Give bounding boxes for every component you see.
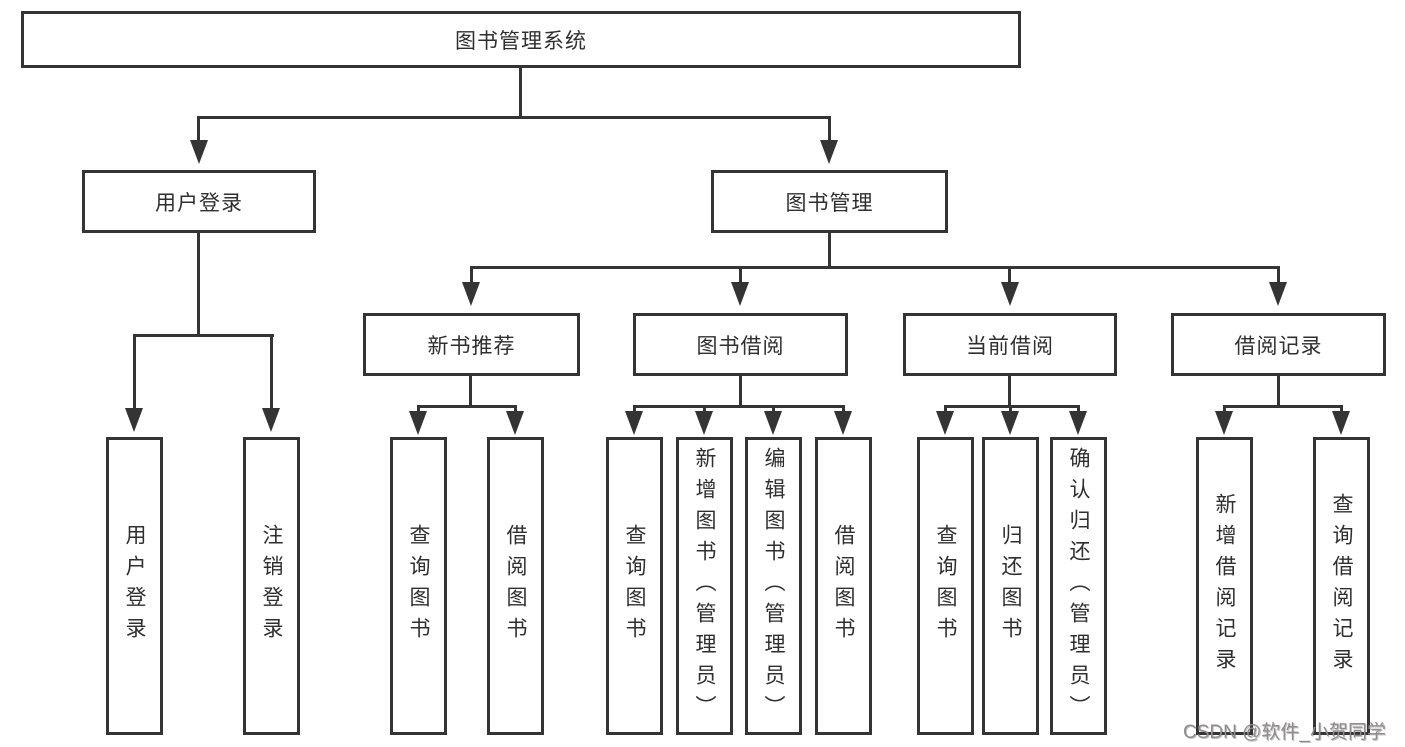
connector-current-borrowing-drop	[1008, 375, 1011, 408]
connector-stem-bb-query	[633, 406, 636, 413]
node-book-borrowing-label: 图书借阅	[696, 334, 785, 358]
leaf-bb-borrow-books-label: 借阅图书	[832, 524, 855, 648]
connector-stem-bb-edit	[772, 406, 775, 413]
node-root: 图书管理系统	[21, 11, 1021, 68]
node-new-book-recommend-label: 新书推荐	[427, 334, 516, 358]
leaf-br-query-record: 查询借阅记录	[1313, 437, 1370, 735]
node-current-borrowing: 当前借阅	[903, 313, 1117, 376]
node-borrowing-records-label: 借阅记录	[1234, 334, 1323, 358]
leaf-logout: 注销登录	[243, 437, 300, 735]
leaf-bb-add-books: 新增图书（管理员）	[676, 437, 733, 735]
connector-book-borrowing-branch	[633, 405, 845, 408]
connector-stem-br-add	[1223, 406, 1226, 413]
arrowhead-rec-query	[409, 411, 427, 435]
leaf-br-add-record-label: 新增借阅记录	[1213, 493, 1236, 679]
connector-stem-book-borrowing	[739, 267, 742, 284]
leaf-br-add-record: 新增借阅记录	[1196, 437, 1253, 735]
arrowhead-book-management	[820, 140, 838, 164]
arrowhead-cb-query	[936, 411, 954, 435]
leaf-bb-query-books-label: 查询图书	[623, 524, 646, 648]
connector-user-login-drop	[197, 232, 200, 337]
arrowhead-cb-return	[1001, 411, 1019, 435]
connector-new-book-recommend-branch	[417, 405, 517, 408]
arrowhead-bb-add	[695, 411, 713, 435]
node-book-management: 图书管理	[711, 170, 948, 233]
leaf-bb-add-books-label: 新增图书（管理员）	[693, 446, 716, 726]
connector-stem-leaf-logout	[270, 335, 273, 410]
connector-stem-current-borrowing	[1008, 267, 1011, 284]
node-user-login: 用户登录	[82, 170, 316, 233]
arrowhead-rec-borrow	[506, 411, 524, 435]
arrowhead-leaf-logout	[262, 408, 280, 432]
arrowhead-current-borrowing	[1001, 282, 1019, 306]
leaf-cb-return-books-label: 归还图书	[999, 524, 1022, 648]
arrowhead-book-borrowing	[731, 282, 749, 306]
leaf-bb-borrow-books: 借阅图书	[815, 437, 872, 735]
node-book-borrowing: 图书借阅	[633, 313, 848, 376]
connector-root-drop	[519, 67, 522, 118]
node-root-label: 图书管理系统	[455, 29, 587, 53]
connector-borrowing-records-branch	[1223, 405, 1343, 408]
connector-borrowing-records-drop	[1277, 375, 1280, 408]
arrowhead-borrowing-records	[1269, 282, 1287, 306]
connector-level3-branch	[470, 266, 1280, 269]
leaf-bb-edit-books-label: 编辑图书（管理员）	[762, 446, 785, 726]
arrowhead-bb-edit	[764, 411, 782, 435]
leaf-logout-label: 注销登录	[260, 524, 283, 648]
arrowhead-bb-query	[625, 411, 643, 435]
connector-stem-rec-borrow	[514, 406, 517, 413]
connector-stem-leaf-user-login	[133, 335, 136, 410]
connector-book-management-drop	[828, 232, 831, 269]
leaf-bb-edit-books: 编辑图书（管理员）	[745, 437, 802, 735]
leaf-bb-query-books: 查询图书	[606, 437, 663, 735]
leaf-user-login: 用户登录	[106, 437, 163, 735]
connector-stem-new-book-recommend	[470, 267, 473, 284]
leaf-cb-query-books: 查询图书	[917, 437, 974, 735]
node-current-borrowing-label: 当前借阅	[966, 334, 1054, 358]
csdn-watermark: CSDN @软件_小贺同学	[1183, 722, 1386, 743]
arrowhead-br-query	[1332, 411, 1350, 435]
node-new-book-recommend: 新书推荐	[363, 313, 580, 376]
connector-stem-rec-query	[417, 406, 420, 413]
connector-book-borrowing-drop	[739, 375, 742, 408]
connector-stem-cb-return	[1009, 406, 1012, 413]
connector-stem-cb-confirm	[1077, 406, 1080, 413]
connector-stem-bb-borrow	[842, 406, 845, 413]
connector-level2-branch	[197, 116, 831, 119]
connector-user-login-branch	[133, 334, 274, 337]
arrowhead-br-add	[1215, 411, 1233, 435]
arrowhead-bb-borrow	[834, 411, 852, 435]
leaf-rec-borrow-books: 借阅图书	[487, 437, 544, 735]
leaf-rec-borrow-books-label: 借阅图书	[504, 524, 527, 648]
arrowhead-new-book-recommend	[462, 282, 480, 306]
connector-stem-cb-query	[944, 406, 947, 413]
arrowhead-user-login	[190, 140, 208, 164]
connector-new-book-recommend-drop	[469, 375, 472, 408]
node-book-management-label: 图书管理	[785, 191, 874, 215]
leaf-user-login-label: 用户登录	[123, 524, 146, 648]
node-user-login-label: 用户登录	[155, 191, 243, 215]
arrowhead-leaf-user-login	[125, 408, 143, 432]
leaf-cb-return-books: 归还图书	[982, 437, 1039, 735]
leaf-rec-query-books: 查询图书	[390, 437, 447, 735]
leaf-cb-query-books-label: 查询图书	[934, 524, 957, 648]
leaf-br-query-record-label: 查询借阅记录	[1330, 493, 1353, 679]
connector-stem-bb-add	[703, 406, 706, 413]
connector-stem-br-query	[1340, 406, 1343, 413]
leaf-cb-confirm-return: 确认归还（管理员）	[1050, 437, 1107, 735]
connector-stem-user-login	[197, 117, 200, 143]
leaf-rec-query-books-label: 查询图书	[407, 524, 430, 648]
leaf-cb-confirm-return-label: 确认归还（管理员）	[1067, 446, 1090, 726]
node-borrowing-records: 借阅记录	[1171, 313, 1386, 376]
connector-stem-book-management	[828, 117, 831, 143]
arrowhead-cb-confirm	[1069, 411, 1087, 435]
connector-current-borrowing-branch	[944, 405, 1080, 408]
connector-stem-borrowing-records	[1277, 267, 1280, 284]
